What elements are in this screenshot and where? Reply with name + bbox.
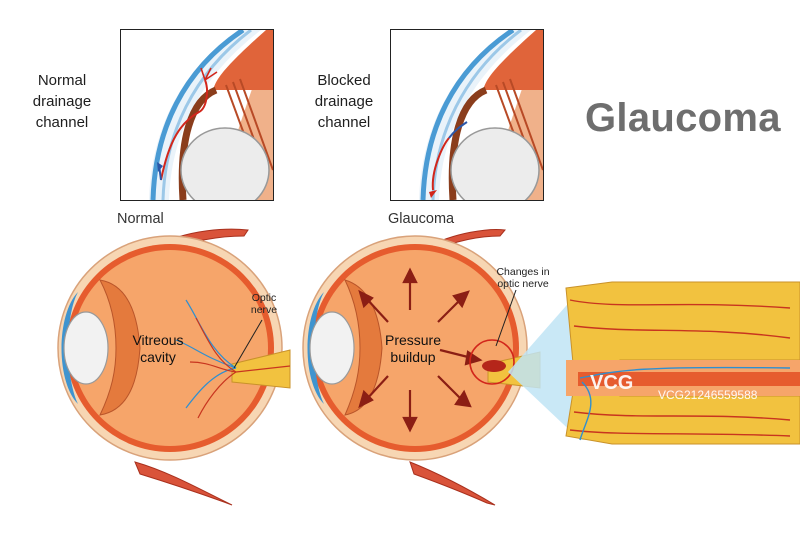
optic-nerve-label-line2: nerve	[250, 304, 278, 316]
glaucoma-lens	[309, 311, 355, 385]
optic-nerve-label: Optic nerve	[244, 292, 284, 316]
changes-optic-nerve-label-line2: optic nerve	[497, 278, 549, 290]
normal-lower-muscle	[134, 461, 233, 506]
normal-cornea	[61, 292, 78, 404]
changes-optic-nerve-label: Changes in optic nerve	[488, 266, 558, 290]
normal-drainage-label-line3: channel	[35, 114, 89, 131]
normal-lens	[63, 311, 109, 385]
optic-nerve-damage	[482, 360, 506, 372]
glaucoma-upper-muscle	[423, 229, 506, 253]
normal-vessels-red	[189, 317, 291, 419]
watermark-logo: VCG	[590, 372, 634, 394]
nerve-upper-bundle	[565, 281, 800, 375]
normal-upper-muscle	[149, 228, 249, 255]
normal-drainage-inset	[120, 29, 274, 201]
blocked-drainage-label: Blocked drainage channel	[296, 70, 392, 133]
normal-eye	[57, 228, 291, 506]
pressure-buildup-label-line2: buildup	[390, 349, 436, 365]
blocked-drainage-label-line1: Blocked	[317, 72, 371, 89]
vitreous-cavity-label-line1: Vitreous	[132, 332, 184, 348]
changes-optic-nerve-label-line1: Changes in	[496, 266, 550, 278]
blocked-drainage-label-line2: drainage	[314, 93, 374, 110]
normal-drainage-label: Normal drainage channel	[14, 70, 110, 133]
glaucoma-lower-muscle	[409, 461, 496, 506]
optic-nerve-leader	[233, 319, 263, 369]
normal-drainage-label-line2: drainage	[32, 93, 92, 110]
optic-nerve-label-line1: Optic	[251, 292, 277, 304]
vitreous-cavity-label: Vitreous cavity	[122, 332, 194, 366]
zoomed-optic-nerve	[508, 281, 800, 445]
pressure-buildup-label: Pressure buildup	[376, 332, 450, 366]
blocked-drainage-label-line3: channel	[317, 114, 371, 131]
pressure-buildup-label-line1: Pressure	[384, 332, 442, 348]
normal-optic-nerve	[231, 349, 291, 389]
glaucoma-optic-nerve	[487, 351, 541, 389]
blocked-drainage-inset	[390, 29, 544, 201]
nerve-vessels-red	[569, 299, 791, 437]
glaucoma-cornea	[307, 292, 324, 404]
watermark-id: VCG21246559588	[658, 388, 758, 402]
vitreous-cavity-label-line2: cavity	[140, 349, 176, 365]
diagram-title: Glaucoma	[585, 96, 781, 140]
zoom-cone	[508, 290, 800, 440]
normal-caption: Normal	[117, 211, 164, 227]
changes-leader	[495, 289, 517, 347]
optic-nerve-damage-circle	[469, 339, 515, 385]
glaucoma-caption: Glaucoma	[388, 211, 455, 227]
normal-drainage-label-line1: Normal	[37, 72, 87, 89]
